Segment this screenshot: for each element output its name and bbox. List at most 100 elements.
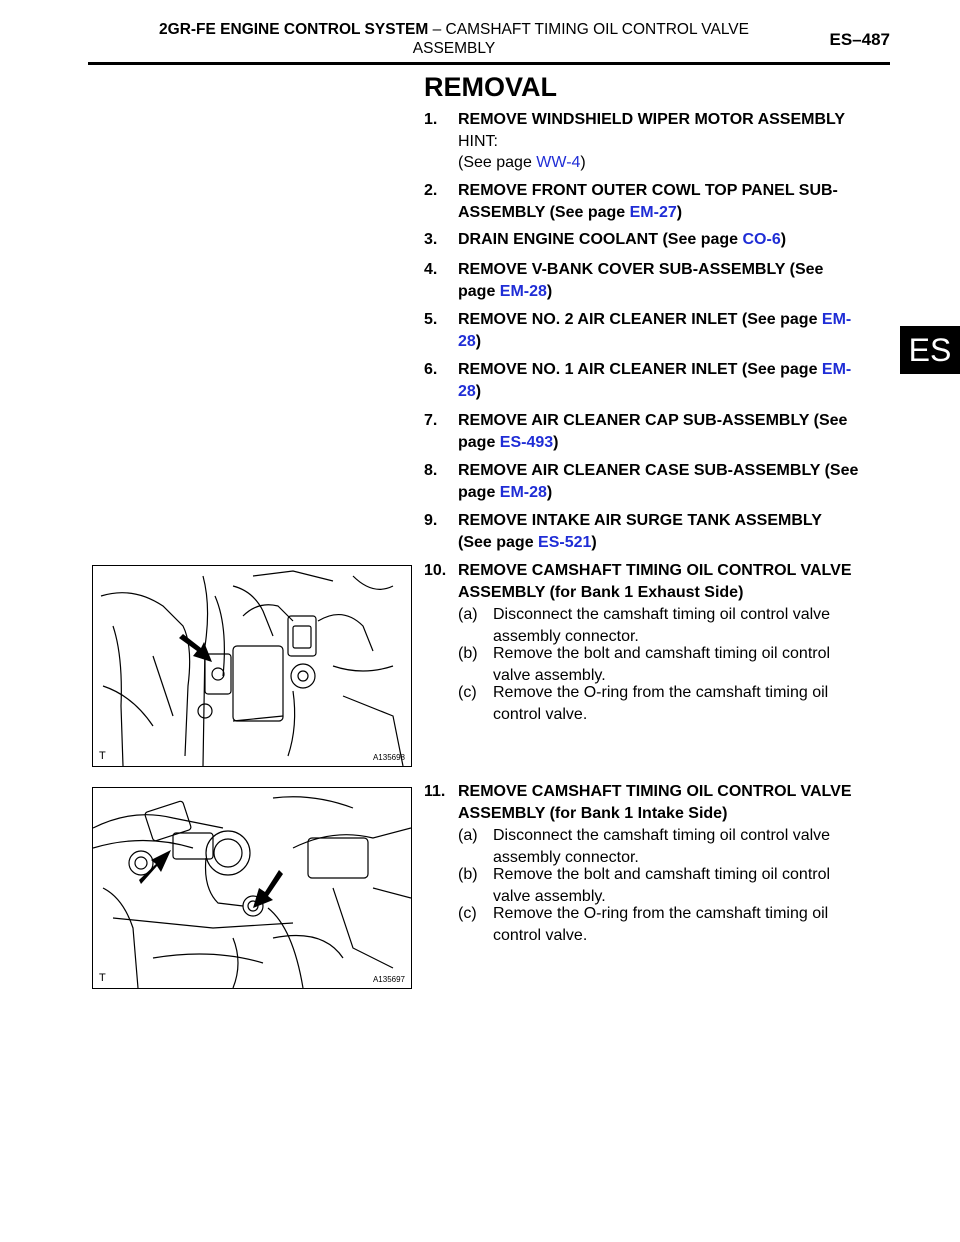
- link-em-27[interactable]: EM-27: [629, 203, 677, 221]
- substep-10c: (c) Remove the O-ring from the camshaft …: [458, 682, 888, 725]
- step-text-close: ): [546, 282, 553, 300]
- step-text-close: ): [780, 231, 787, 248]
- step-text-close: ): [546, 483, 553, 501]
- substep-10a: (a) Disconnect the camshaft timing oil c…: [458, 604, 888, 647]
- step-text: REMOVE V-BANK COVER SUB-ASSEMBLY (See: [458, 261, 824, 278]
- step-number: 6.: [424, 361, 438, 378]
- substep-text: control valve.: [493, 926, 588, 944]
- link-em-28[interactable]: EM-28: [499, 282, 547, 300]
- header-subject-line2: ASSEMBLY: [412, 40, 496, 57]
- substep-label: (c): [458, 684, 477, 701]
- step-4: 4. REMOVE V-BANK COVER SUB-ASSEMBLY (See…: [424, 259, 894, 302]
- step-text-close: ): [475, 332, 482, 350]
- step-text: ASSEMBLY (See page: [458, 203, 630, 221]
- substep-text: control valve.: [493, 705, 588, 723]
- header-separator: –: [428, 21, 446, 38]
- hint-label: HINT:: [458, 132, 498, 150]
- step-text: (See page: [458, 533, 539, 551]
- page-code: ES–487: [829, 30, 891, 49]
- substep-11c: (c) Remove the O-ring from the camshaft …: [458, 903, 888, 946]
- step-number: 8.: [424, 462, 438, 479]
- page-title: REMOVAL: [424, 72, 557, 102]
- header-title: 2GR-FE ENGINE CONTROL SYSTEM – CAMSHAFT …: [88, 20, 820, 58]
- substep-text: assembly connector.: [493, 627, 639, 645]
- step-number: 10.: [424, 562, 447, 579]
- step-text: REMOVE CAMSHAFT TIMING OIL CONTROL VALVE: [458, 783, 852, 800]
- step-10: 10. REMOVE CAMSHAFT TIMING OIL CONTROL V…: [424, 560, 894, 603]
- substep-text: Disconnect the camshaft timing oil contr…: [493, 606, 831, 623]
- step-text: DRAIN ENGINE COOLANT (See page: [458, 231, 743, 248]
- step-5: 5. REMOVE NO. 2 AIR CLEANER INLET (See p…: [424, 309, 894, 352]
- link-ww-4[interactable]: WW-4: [536, 154, 581, 171]
- header-rule: [88, 62, 890, 65]
- substep-text: Remove the O-ring from the camshaft timi…: [493, 684, 829, 701]
- figure-exhaust-ocv: T A135698: [92, 565, 412, 767]
- arrow-indicator: [179, 634, 212, 662]
- figure-id: A135698: [372, 753, 405, 762]
- section-tab: ES: [900, 326, 960, 374]
- step-11: 11. REMOVE CAMSHAFT TIMING OIL CONTROL V…: [424, 781, 894, 824]
- arrow-indicator-right: [253, 870, 283, 908]
- link-em-28[interactable]: EM-: [821, 361, 852, 378]
- step-text-close: ): [475, 382, 482, 400]
- step-text-close: ): [676, 203, 683, 221]
- link-es-521[interactable]: ES-521: [538, 533, 592, 551]
- step-6: 6. REMOVE NO. 1 AIR CLEANER INLET (See p…: [424, 359, 894, 402]
- substep-text: Remove the bolt and camshaft timing oil …: [493, 866, 831, 883]
- engine-illustration: [100, 570, 404, 766]
- header-subject-line1: CAMSHAFT TIMING OIL CONTROL VALVE: [445, 21, 749, 38]
- step-text: REMOVE AIR CLEANER CAP SUB-ASSEMBLY (See: [458, 412, 848, 429]
- step-text-close: ): [591, 533, 597, 551]
- substep-10b: (b) Remove the bolt and camshaft timing …: [458, 643, 888, 686]
- link-co-6[interactable]: CO-6: [742, 231, 781, 248]
- figure-orientation-mark: T: [99, 750, 106, 762]
- substep-text: assembly connector.: [493, 848, 639, 866]
- substep-text: valve assembly.: [493, 666, 606, 684]
- step-text: REMOVE AIR CLEANER CASE SUB-ASSEMBLY (Se…: [458, 462, 859, 479]
- see-page-close: ): [580, 154, 586, 171]
- step-number: 3.: [424, 231, 438, 248]
- link-em-28-cont[interactable]: 28: [458, 382, 476, 400]
- figure-intake-ocv: T A135697: [92, 787, 412, 989]
- step-9: 9. REMOVE INTAKE AIR SURGE TANK ASSEMBLY…: [424, 510, 894, 553]
- step-3: 3. DRAIN ENGINE COOLANT (See page CO-6): [424, 229, 894, 251]
- substep-label: (b): [458, 866, 478, 883]
- link-em-28[interactable]: EM-: [821, 311, 852, 328]
- step-text: REMOVE INTAKE AIR SURGE TANK ASSEMBLY: [458, 512, 822, 529]
- substep-text: Remove the O-ring from the camshaft timi…: [493, 905, 829, 922]
- step-text: REMOVE NO. 1 AIR CLEANER INLET (See page: [458, 361, 822, 378]
- step-2: 2. REMOVE FRONT OUTER COWL TOP PANEL SUB…: [424, 180, 894, 223]
- substep-text: valve assembly.: [493, 887, 606, 905]
- substep-text: Disconnect the camshaft timing oil contr…: [493, 827, 831, 844]
- step-text: page: [458, 282, 500, 300]
- substep-label: (a): [458, 606, 478, 623]
- step-number: 7.: [424, 412, 438, 429]
- step-text: REMOVE CAMSHAFT TIMING OIL CONTROL VALVE: [458, 562, 852, 579]
- step-7: 7. REMOVE AIR CLEANER CAP SUB-ASSEMBLY (…: [424, 410, 894, 453]
- step-number: 1.: [424, 111, 438, 128]
- step-number: 5.: [424, 311, 438, 328]
- engine-illustration: [93, 796, 411, 988]
- step-1: 1. REMOVE WINDSHIELD WIPER MOTOR ASSEMBL…: [424, 109, 894, 174]
- substep-text: Remove the bolt and camshaft timing oil …: [493, 645, 831, 662]
- step-number: 2.: [424, 182, 438, 199]
- header-section: 2GR-FE ENGINE CONTROL SYSTEM: [159, 21, 429, 38]
- figure-orientation-mark: T: [99, 972, 106, 984]
- link-em-28[interactable]: EM-28: [499, 483, 547, 501]
- substep-11b: (b) Remove the bolt and camshaft timing …: [458, 864, 888, 907]
- page-header: 2GR-FE ENGINE CONTROL SYSTEM – CAMSHAFT …: [88, 18, 890, 60]
- link-es-493[interactable]: ES-493: [499, 433, 554, 451]
- see-page-text: (See page: [458, 154, 537, 171]
- figure-id: A135697: [372, 975, 405, 984]
- substep-label: (a): [458, 827, 478, 844]
- step-text: ASSEMBLY (for Bank 1 Exhaust Side): [458, 583, 744, 601]
- substep-11a: (a) Disconnect the camshaft timing oil c…: [458, 825, 888, 868]
- arrow-indicator-left: [139, 850, 171, 884]
- link-em-28-cont[interactable]: 28: [458, 332, 476, 350]
- step-text: page: [458, 433, 500, 451]
- step-text: page: [458, 483, 500, 501]
- step-text: REMOVE NO. 2 AIR CLEANER INLET (See page: [458, 311, 822, 328]
- substep-label: (c): [458, 905, 477, 922]
- substep-label: (b): [458, 645, 478, 662]
- step-text: REMOVE WINDSHIELD WIPER MOTOR ASSEMBLY: [458, 111, 845, 128]
